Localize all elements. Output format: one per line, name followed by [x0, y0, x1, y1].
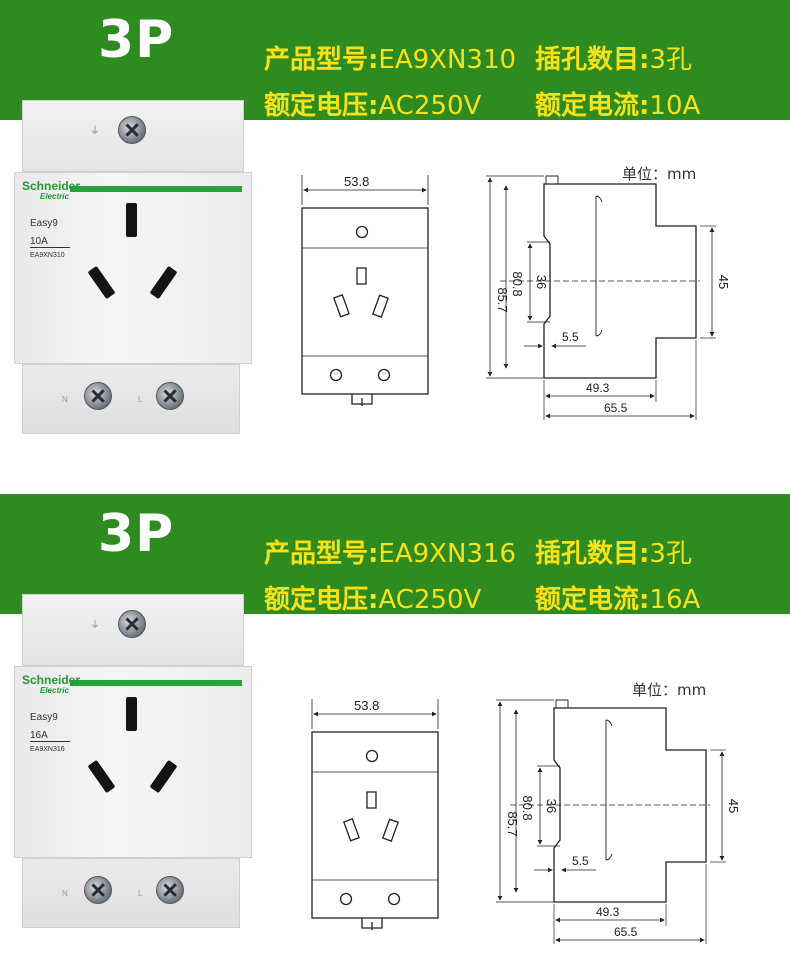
terminal-n-label: N — [62, 395, 68, 404]
terminal-screw-n-icon — [84, 876, 112, 904]
pole-badge: 3P — [98, 504, 175, 564]
dim-height-total: 85.7 — [495, 287, 510, 312]
dim-height-total: 85.7 — [505, 811, 520, 836]
dim-step: 5.5 — [572, 854, 589, 868]
terminal-l-label: L — [138, 395, 143, 404]
spec-current: 额定电流:10A — [535, 91, 701, 121]
pole-badge: 3P — [98, 10, 175, 70]
dim-width: 53.8 — [354, 698, 379, 713]
dimension-drawing: 53.8 — [301, 174, 731, 420]
spec-voltage: 额定电压:AC250V — [264, 585, 482, 615]
top-screw-icon — [118, 610, 146, 638]
rating-label: 16A — [30, 730, 70, 742]
top-screw-icon — [118, 116, 146, 144]
dim-height-body: 80.8 — [510, 271, 525, 296]
ground-symbol-icon: ⏚ — [90, 126, 100, 137]
dim-depth-total: 65.5 — [614, 925, 638, 939]
side-view — [496, 699, 726, 944]
brand-logo-sub: Electric — [40, 192, 69, 201]
front-view — [301, 175, 429, 406]
spec-holes: 插孔数目:3孔 — [535, 539, 692, 569]
dim-depth-inner: 49.3 — [586, 381, 610, 395]
dim-width: 53.8 — [344, 174, 369, 189]
model-label: EA9XN316 — [30, 746, 65, 753]
spec-current: 额定电流:16A — [535, 585, 701, 615]
dim-height-body: 80.8 — [520, 795, 535, 820]
spec-model: 产品型号:EA9XN310 — [264, 45, 517, 75]
brand-logo: Schneider — [22, 673, 81, 687]
dim-rail: 36 — [534, 275, 549, 289]
terminal-screw-l-icon — [156, 876, 184, 904]
earth-pin-slot — [126, 697, 137, 731]
earth-pin-slot — [126, 203, 137, 237]
brand-stripe — [70, 680, 242, 686]
brand-logo: Schneider — [22, 179, 81, 193]
side-view — [486, 175, 716, 420]
dim-depth-face: 45 — [716, 275, 731, 289]
dimension-drawing: 53.8 — [311, 698, 741, 944]
product-section: 3P 产品型号:EA9XN316 插孔数目:3孔 额定电压:AC250V 额定电… — [0, 494, 790, 964]
socket-bottom-block — [22, 364, 240, 434]
front-view — [311, 699, 439, 930]
terminal-screw-n-icon — [84, 382, 112, 410]
unit-label: 单位：mm — [632, 681, 707, 699]
socket-photo: ⏚ Schneider Electric Easy9 16A EA9XN316 … — [0, 494, 260, 964]
terminal-l-label: L — [138, 889, 143, 898]
rating-label: 10A — [30, 236, 70, 248]
brand-logo-sub: Electric — [40, 686, 69, 695]
dim-step: 5.5 — [562, 330, 579, 344]
dim-depth-face: 45 — [726, 799, 741, 813]
spec-model: 产品型号:EA9XN316 — [264, 539, 517, 569]
socket-photo: ⏚ Schneider Electric Easy9 10A EA9XN310 … — [0, 0, 260, 470]
unit-label: 单位：mm — [622, 165, 697, 183]
product-section: 3P 产品型号:EA9XN310 插孔数目:3孔 额定电压:AC250V 额定电… — [0, 0, 790, 470]
dim-depth-inner: 49.3 — [596, 905, 620, 919]
dim-rail: 36 — [544, 799, 559, 813]
spec-holes: 插孔数目:3孔 — [535, 45, 692, 75]
dim-depth-total: 65.5 — [604, 401, 628, 415]
ground-symbol-icon: ⏚ — [90, 620, 100, 631]
terminal-screw-l-icon — [156, 382, 184, 410]
brand-stripe — [70, 186, 242, 192]
series-label: Easy9 — [30, 218, 58, 229]
model-label: EA9XN310 — [30, 252, 65, 259]
series-label: Easy9 — [30, 712, 58, 723]
spec-voltage: 额定电压:AC250V — [264, 91, 482, 121]
socket-bottom-block — [22, 858, 240, 928]
terminal-n-label: N — [62, 889, 68, 898]
